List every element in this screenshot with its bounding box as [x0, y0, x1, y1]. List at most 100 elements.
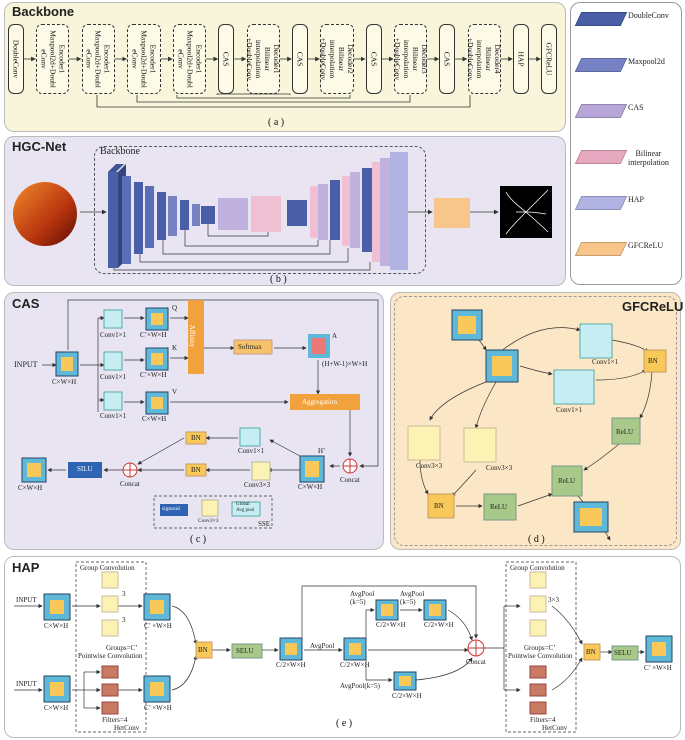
hap-hetconv-left: HetConv	[114, 724, 140, 732]
hap-pointwise-left: Pointwise Convolution	[78, 652, 143, 660]
hap-bn-left	[195, 641, 213, 659]
hap-group-conv-left-label: Group Convolution	[80, 564, 135, 572]
cas-a-cube	[308, 334, 330, 358]
gfcrelu-relu-center-label: ReLU	[558, 477, 576, 485]
gfcrelu-bn-bottom-label: BN	[434, 502, 444, 510]
hap-half-dim-5: C/2×W×H	[392, 692, 422, 700]
hap-groups-left: Groups=C’	[106, 644, 138, 652]
vessel-lines	[505, 189, 549, 235]
legend-label-2: Maxpool2d	[628, 57, 665, 66]
hap-filters-right: Filters=4	[530, 716, 556, 724]
cas-bn-bottom	[185, 463, 207, 477]
hgc-backbone-label: Backbone	[100, 146, 140, 157]
cas-diagram	[42, 299, 379, 529]
hgc-cas-block	[218, 198, 248, 230]
cas-aggregation-box	[290, 394, 360, 410]
cas-h-dim: C×W×H	[298, 483, 323, 491]
cas-input-dim: C×W×H	[52, 378, 77, 386]
hgc-decoder-block	[287, 200, 307, 226]
gfcrelu-bn-bottom	[427, 493, 455, 519]
legend-label-3: CAS	[628, 103, 644, 112]
cas-sse-conv	[201, 499, 219, 517]
hap-diagram	[14, 561, 673, 733]
cas-affinity-box	[188, 300, 204, 374]
cas-conv1x1-bottom-label: Conv1×1	[238, 447, 265, 455]
hap-half-dim-3: C/2×W×H	[376, 621, 406, 629]
cas-v-cube	[145, 391, 169, 415]
gfcrelu-conv3x3-left	[407, 425, 441, 461]
gfcrelu-output-cube	[573, 501, 609, 533]
cas-caption: ( c )	[190, 534, 207, 545]
hap-half-dim-2: C/2×W×H	[340, 661, 370, 669]
cas-k-dim: C’×W×H	[140, 371, 167, 379]
gfcrelu-relu-center	[551, 465, 583, 497]
cas-a-dim: (H+W-1)×W×H	[322, 360, 368, 368]
hgc-skip-lines	[113, 224, 371, 271]
legend-label-1: DoubleConv	[628, 11, 669, 20]
hap-pointwise-right-stack	[529, 665, 547, 715]
backbone-block-3: Encoder1 Maxpool2d+Doubl eConv	[81, 24, 115, 94]
cas-k-label: K	[172, 344, 178, 352]
hap-group-conv-left-stack	[101, 571, 119, 637]
hap-group-conv-right-stack	[529, 571, 547, 637]
cas-silu-box	[68, 462, 102, 478]
cas-bn-top	[185, 431, 207, 445]
cas-conv-q	[103, 309, 123, 329]
backbone-block-1: DoubleConv	[8, 24, 24, 94]
cas-shapes	[21, 300, 360, 517]
hap-avgpool-k5-3: AvgPool(k=5)	[340, 682, 380, 690]
cas-conv3x3-bottom-label: Conv3×3	[244, 481, 271, 489]
hap-avgpool-k5-2: AvgPool (k=5)	[400, 590, 425, 606]
cas-silu-label: SILU	[77, 465, 93, 473]
hap-input-bottom-cube	[43, 675, 71, 703]
gfcrelu-relu-right-label: ReLU	[616, 428, 634, 436]
skip-line-2	[136, 95, 411, 103]
hap-pointwise-right: Pointwise Convolution	[508, 652, 573, 660]
hap-avgpool-label: AvgPool	[310, 642, 335, 650]
cas-v-dim: C×W×H	[142, 415, 167, 423]
hap-input-top-dim: C×W×H	[44, 622, 69, 630]
backbone-caption: ( a )	[268, 117, 285, 128]
cas-aggregation-label: Aggregation	[302, 398, 337, 406]
cas-h-cube	[299, 455, 325, 483]
hgc-caption: ( b )	[270, 274, 287, 285]
hap-selu-right	[611, 645, 639, 661]
hap-bn-right-label: BN	[586, 648, 596, 656]
backbone-block-7: Decoder1 Bilinear interpolation +DoubleC…	[245, 24, 281, 94]
gfcrelu-conv1x1-top	[579, 323, 613, 359]
gfcrelu-input-cube	[451, 309, 483, 341]
backbone-block-4: Encoder1 Maxpool2d+Doubl eConv	[127, 24, 161, 94]
cas-output-dim: C×W×H	[18, 484, 43, 492]
hap-input-top-label: INPUT	[16, 596, 37, 604]
cas-output-cube	[21, 457, 47, 483]
hgc-backbone-box	[94, 146, 426, 274]
cas-sse-conv-label: Conv3×3	[198, 518, 219, 524]
hap-half-cube-2	[343, 637, 367, 661]
legend-label-6: GFCReLU	[628, 241, 664, 250]
backbone-block-13: Decoder4 Bilinear interpolation +DoubleC…	[466, 24, 502, 94]
legend-panel	[570, 2, 682, 285]
backbone-block-14: HAP	[513, 24, 529, 94]
cas-conv-k	[103, 351, 123, 371]
fundus-input-image	[13, 182, 77, 246]
cas-sigmoid-box	[160, 504, 188, 516]
hap-cprime-bottom-cube	[143, 675, 171, 703]
hap-input-bottom-dim: C×W×H	[44, 704, 69, 712]
backbone-block-15: GFCReLU	[541, 24, 557, 94]
hap-k3-left-b: 3	[122, 616, 126, 624]
skip-line-4	[216, 93, 291, 95]
backbone-block-2: Encoder1 Maxpool2d+Doubl eConv	[36, 24, 70, 94]
cas-global-avg-box	[231, 501, 261, 517]
cas-softmax-box	[233, 339, 273, 355]
cas-h-label: H’	[318, 447, 326, 455]
hap-half-dim-4: C/2×W×H	[424, 621, 454, 629]
cas-title: CAS	[12, 296, 40, 311]
gfcrelu-caption: ( d )	[528, 534, 545, 545]
cas-q-label: Q	[172, 304, 178, 312]
gfcrelu-conv3x3-left-label: Conv3×3	[416, 462, 443, 470]
hap-hetconv-right: HetConv	[542, 724, 568, 732]
hap-groups-right: Groups=C’	[524, 644, 556, 652]
cas-concat-left-label: Concat	[120, 480, 140, 488]
hgc-network	[13, 152, 552, 271]
hap-avgpool-k5-1: AvgPool (k=5)	[350, 590, 375, 606]
